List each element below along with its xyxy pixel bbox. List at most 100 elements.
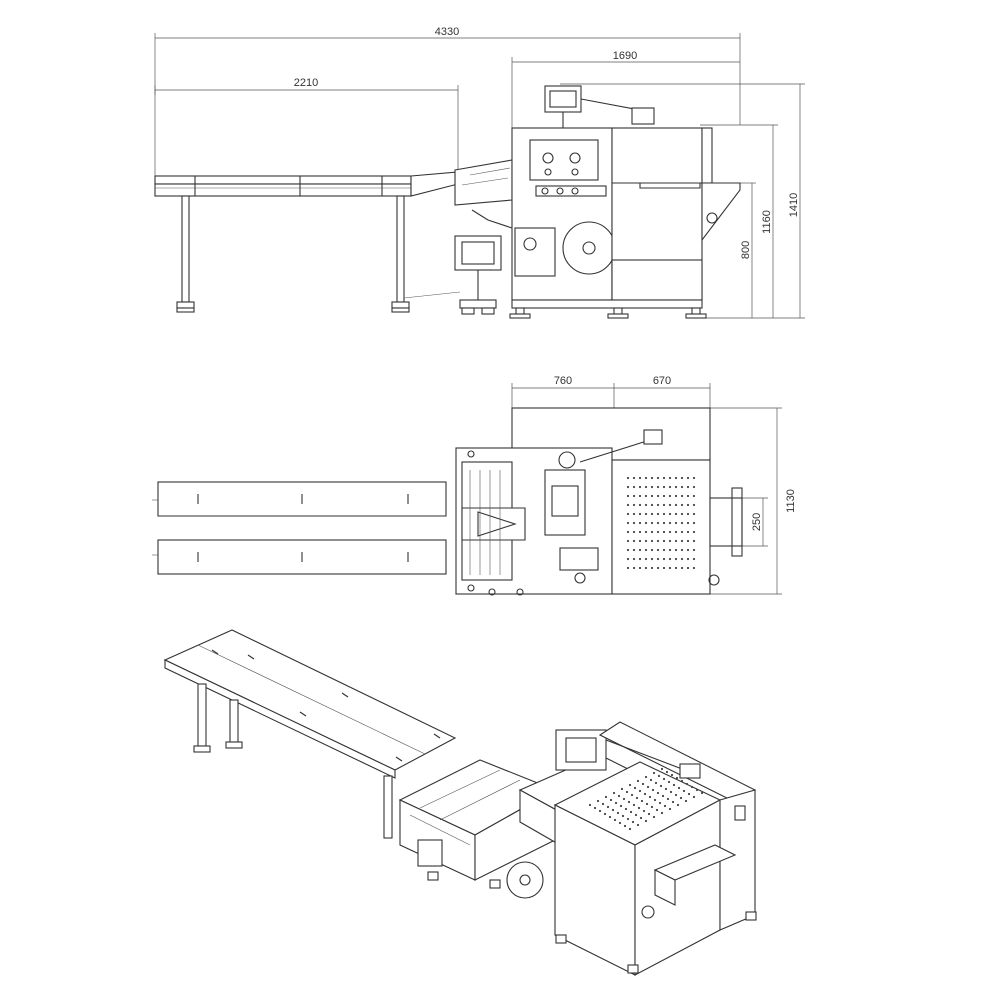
vent-hole (662, 566, 666, 570)
machine-plan (455, 407, 743, 596)
vent-hole (638, 476, 642, 480)
iso-vent-hole (655, 808, 659, 812)
vent-hole (626, 494, 630, 498)
vent-hole (632, 521, 636, 525)
dim-table-height: 800 (740, 241, 752, 259)
vent-hole (686, 494, 690, 498)
iso-vent-hole (700, 791, 704, 795)
iso-vent-hole (677, 786, 681, 790)
iso-vent-hole (636, 779, 640, 783)
iso-vent-hole (603, 812, 607, 816)
iso-vent-hole (652, 815, 656, 819)
vent-hole (692, 521, 696, 525)
iso-vent-hole (604, 795, 608, 799)
conveyor-plan (152, 481, 447, 575)
vent-hole (668, 557, 672, 561)
vent-hole (632, 485, 636, 489)
iso-vent-hole (588, 803, 592, 807)
iso-vent-hole (636, 823, 640, 827)
iso-vent-hole (646, 785, 650, 789)
dim-top-height: 1160 (761, 210, 773, 234)
vent-hole (662, 494, 666, 498)
vent-hole (632, 539, 636, 543)
vent-hole (638, 566, 642, 570)
vent-hole (692, 530, 696, 534)
iso-vent-hole (657, 774, 661, 778)
vent-hole (674, 503, 678, 507)
iso-vent-hole (658, 801, 662, 805)
vent-hole (644, 539, 648, 543)
vent-hole (680, 494, 684, 498)
vent-hole (626, 548, 630, 552)
vent-hole (638, 494, 642, 498)
vent-hole (656, 521, 660, 525)
vent-hole (638, 503, 642, 507)
front-view: 4330 2210 1690 1410 1160 800 (154, 26, 805, 319)
iso-vent-hole (675, 776, 679, 780)
vent-hole (662, 512, 666, 516)
iso-vent-hole (635, 796, 639, 800)
iso-vent-hole (692, 795, 696, 799)
vent-hole (638, 557, 642, 561)
iso-vent-hole (648, 795, 652, 799)
iso-vent-hole (616, 811, 620, 815)
iso-vent-hole (664, 787, 668, 791)
vent-hole (686, 503, 690, 507)
isometric-view (163, 629, 757, 976)
iso-vent-hole (638, 789, 642, 793)
vent-hole (632, 476, 636, 480)
vent-hole (692, 512, 696, 516)
vent-hole (674, 512, 678, 516)
vent-hole (692, 485, 696, 489)
vent-hole (656, 530, 660, 534)
iso-vent-hole (624, 807, 628, 811)
iso-vent-hole (679, 796, 683, 800)
iso-vent-hole (598, 809, 602, 813)
vent-hole (662, 548, 666, 552)
vent-hole (680, 539, 684, 543)
iso-vent-hole (596, 799, 600, 803)
vent-hole (692, 548, 696, 552)
dim-overall-length: 4330 (435, 26, 459, 38)
vent-hole (644, 494, 648, 498)
iso-vent-hole (672, 783, 676, 787)
dim-body-section: 670 (653, 375, 671, 387)
vent-hole (680, 512, 684, 516)
iso-vent-hole (670, 773, 674, 777)
vent-hole (680, 566, 684, 570)
iso-vent-hole (611, 808, 615, 812)
iso-vent-hole (667, 780, 671, 784)
vent-hole (686, 566, 690, 570)
vent-hole (626, 503, 630, 507)
iso-vent-hole (669, 790, 673, 794)
vent-hole (650, 485, 654, 489)
iso-vent-hole (601, 802, 605, 806)
iso-vent-hole (626, 817, 630, 821)
vent-hole (650, 521, 654, 525)
iso-vent-hole (618, 821, 622, 825)
vent-hole (650, 503, 654, 507)
vent-hole (656, 566, 660, 570)
vent-hole (626, 539, 630, 543)
iso-vent-hole (644, 819, 648, 823)
vent-hole (626, 512, 630, 516)
vent-hole (638, 548, 642, 552)
iso-vent-hole (642, 809, 646, 813)
iso-vent-hole (622, 797, 626, 801)
top-dimensions: 760 670 1130 250 (511, 375, 797, 595)
vent-hole (638, 521, 642, 525)
vent-hole (662, 476, 666, 480)
vent-hole (680, 530, 684, 534)
vent-hole (662, 539, 666, 543)
vent-hole (662, 503, 666, 507)
vent-hole (632, 566, 636, 570)
vent-hole (686, 512, 690, 516)
vent-hole (656, 476, 660, 480)
iso-vent-hole (606, 805, 610, 809)
vent-hole (680, 476, 684, 480)
vent-hole (668, 485, 672, 489)
iso-vent-hole (593, 806, 597, 810)
vent-hole (668, 530, 672, 534)
iso-vent-hole (668, 807, 672, 811)
